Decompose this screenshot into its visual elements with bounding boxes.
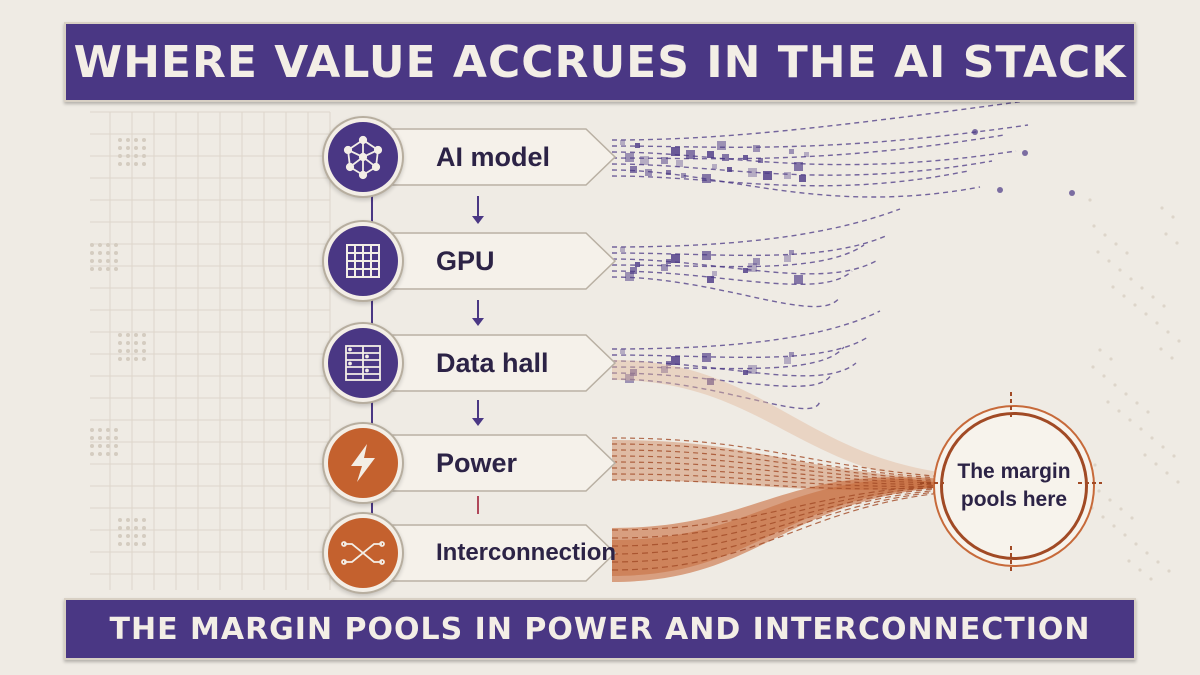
tier-label: Interconnection — [436, 539, 617, 566]
chip-grid-icon — [328, 226, 398, 296]
tier-power: Power — [328, 428, 618, 498]
crossing-circuit-icon — [328, 518, 398, 588]
tier-ai-model: AI model — [328, 122, 618, 192]
target-label: The margin pools here — [957, 460, 1071, 511]
page-title: WHERE VALUE ACCRUES IN THE AI STACK — [73, 36, 1127, 88]
tier-label: AI model — [436, 142, 551, 172]
tier-label: Power — [436, 448, 518, 478]
margin-pool-target: The margin pools here — [940, 412, 1088, 560]
footer-caption: THE MARGIN POOLS IN POWER AND INTERCONNE… — [109, 611, 1091, 647]
tier-label: GPU — [436, 246, 495, 276]
lightning-bolt-icon — [328, 428, 398, 498]
title-banner: WHERE VALUE ACCRUES IN THE AI STACK — [64, 22, 1136, 102]
crosshair-icon — [920, 392, 1102, 574]
footer-banner: THE MARGIN POOLS IN POWER AND INTERCONNE… — [64, 598, 1136, 660]
tier-data-hall: Data hall — [328, 328, 618, 398]
tier-label: Data hall — [436, 348, 549, 378]
tier-interconnection: Interconnection — [328, 518, 618, 588]
tier-gpu: GPU — [328, 226, 618, 296]
server-rack-icon — [328, 328, 398, 398]
neural-network-icon — [328, 122, 398, 192]
